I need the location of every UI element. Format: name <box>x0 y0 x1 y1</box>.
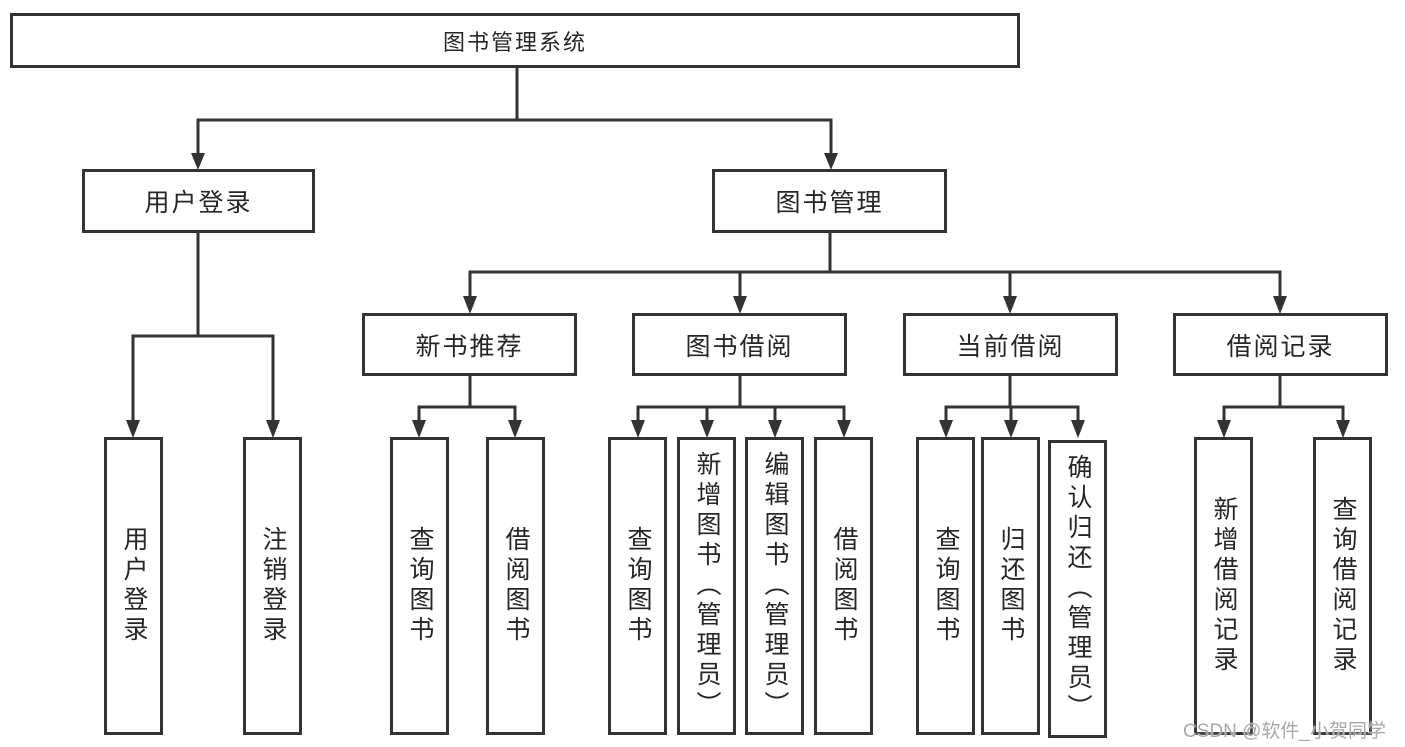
node-label: 确认归还（管理员） <box>1064 454 1092 724</box>
node-current-borrowing: 当前借阅 <box>903 313 1118 376</box>
leaf-return-books: 归还图书 <box>981 437 1040 735</box>
node-label: 借阅图书 <box>830 526 858 646</box>
node-label: 用户登录 <box>144 189 253 217</box>
leaf-query-borrow-record: 查询借阅记录 <box>1313 437 1372 735</box>
node-label: 注销登录 <box>259 526 287 646</box>
node-label: 查询借阅记录 <box>1329 496 1357 676</box>
node-label: 借阅图书 <box>502 526 530 646</box>
leaf-borrow-books-recommend: 借阅图书 <box>486 437 545 735</box>
leaf-query-books-recommend: 查询图书 <box>390 437 449 735</box>
node-label: 新增借阅记录 <box>1210 496 1238 676</box>
node-label: 新增图书（管理员） <box>693 451 721 721</box>
node-label: 借阅记录 <box>1226 332 1335 361</box>
node-book-borrowing: 图书借阅 <box>632 313 847 376</box>
leaf-confirm-return-admin: 确认归还（管理员） <box>1048 440 1107 738</box>
node-label: 归还图书 <box>997 526 1025 646</box>
node-label: 查询图书 <box>932 526 960 646</box>
node-new-book-recommend: 新书推荐 <box>362 313 577 376</box>
node-label: 查询图书 <box>406 526 434 646</box>
node-book-management: 图书管理 <box>712 169 947 233</box>
node-label: 编辑图书（管理员） <box>761 451 789 721</box>
arrowhead-icons <box>126 153 1350 438</box>
node-label: 新书推荐 <box>415 332 524 361</box>
leaf-add-borrow-record: 新增借阅记录 <box>1194 437 1253 735</box>
leaf-logout: 注销登录 <box>243 437 302 735</box>
leaf-query-books-borrow: 查询图书 <box>608 437 667 735</box>
node-label: 图书管理系统 <box>442 29 587 55</box>
node-user-login: 用户登录 <box>82 169 315 233</box>
csdn-watermark: CSDN @软件_小贺同学 <box>1183 721 1386 742</box>
node-label: 用户登录 <box>120 526 148 646</box>
leaf-edit-books-admin: 编辑图书（管理员） <box>745 437 804 735</box>
leaf-user-login: 用户登录 <box>104 437 163 735</box>
node-borrowing-records: 借阅记录 <box>1173 313 1388 376</box>
leaf-add-books-admin: 新增图书（管理员） <box>677 437 736 735</box>
node-library-management-system: 图书管理系统 <box>10 13 1020 68</box>
node-label: 查询图书 <box>624 526 652 646</box>
node-label: 图书借阅 <box>685 332 794 361</box>
node-label: 当前借阅 <box>956 332 1065 361</box>
leaf-borrow-books: 借阅图书 <box>814 437 873 735</box>
node-label: 图书管理 <box>775 189 884 217</box>
leaf-query-books-current: 查询图书 <box>916 437 975 735</box>
